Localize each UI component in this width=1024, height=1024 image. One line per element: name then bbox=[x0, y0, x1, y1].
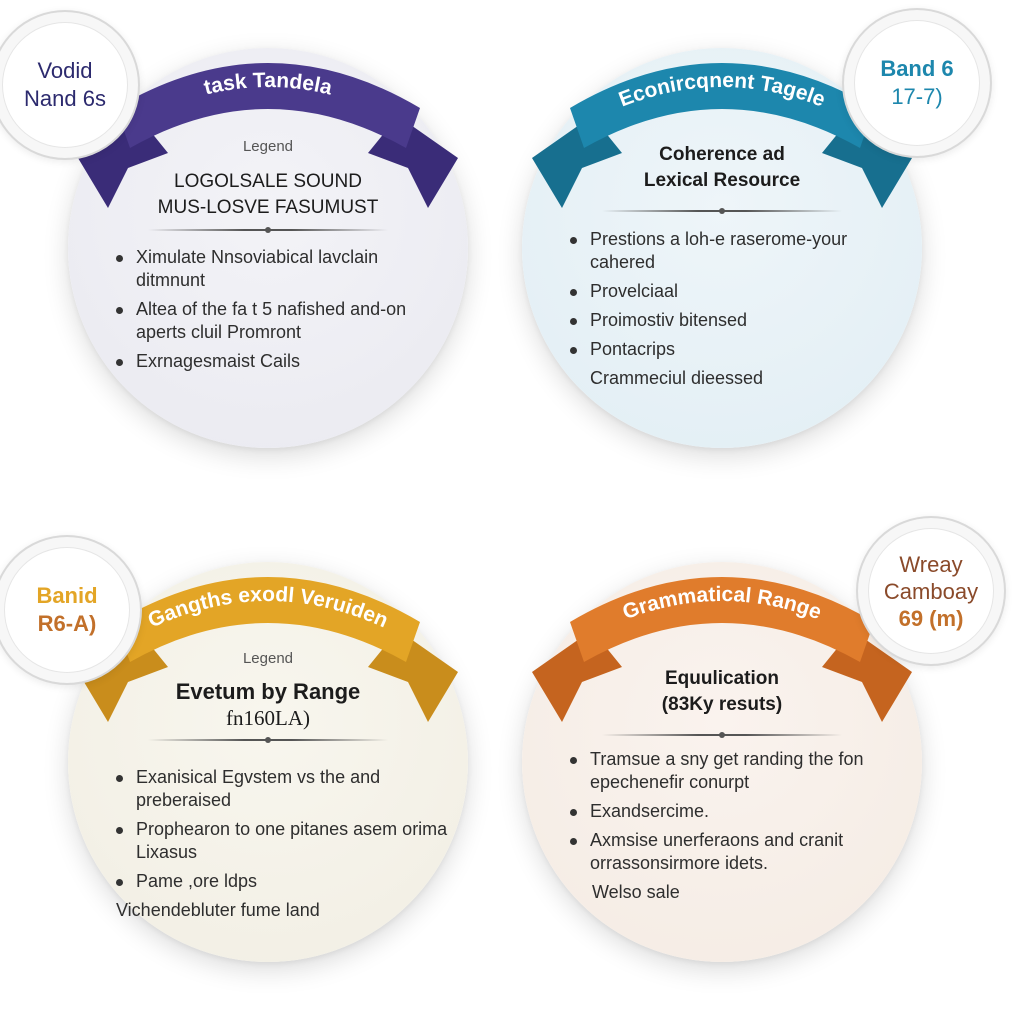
card-task: task Tandela Legend LOGOLSALE SOUND MUS-… bbox=[68, 48, 488, 468]
badge-line2: Camboay bbox=[883, 578, 979, 604]
list-item: Provelciaal bbox=[568, 280, 908, 303]
card-coherence: Econircqnent Tagele Coherence ad Lexical… bbox=[522, 48, 942, 468]
band-badge: Vodid Nand 6s bbox=[0, 10, 140, 160]
badge-line1: Vodid bbox=[37, 58, 93, 83]
bullet-list: Prestions a loh-e raserome-your cahered … bbox=[568, 228, 908, 396]
badge-line1: Wreay bbox=[899, 551, 963, 577]
card-heading-line1: Evetum by Range bbox=[175, 679, 361, 704]
divider bbox=[602, 732, 842, 738]
legend-label: Legend bbox=[242, 650, 294, 667]
list-item: Prophearon to one pitanes asem orima Lix… bbox=[114, 818, 454, 864]
badge-line2: Nand 6s bbox=[24, 86, 106, 111]
list-trailing-text: Crammeciul dieessed bbox=[590, 368, 764, 388]
ribbon-banner: Grammatical Range bbox=[462, 522, 982, 722]
band-badge: Wreay Camboay 69 (m) bbox=[856, 516, 1006, 666]
list-trailing-text: Vichendebluter fume land bbox=[116, 900, 320, 920]
divider bbox=[602, 208, 842, 214]
list-item: Pontacrips bbox=[568, 338, 908, 361]
legend-label: Legend bbox=[242, 138, 294, 155]
list-item: Proimostiv bitensed bbox=[568, 309, 908, 332]
badge-line3: 69 (m) bbox=[898, 605, 964, 631]
badge-line1: Band 6 bbox=[880, 56, 954, 81]
card-heading-line2: (83Ky resuts) bbox=[661, 694, 783, 715]
card-heading-line2: MUS-LOSVE FASUMUST bbox=[157, 197, 379, 218]
card-heading-line2: Lexical Resource bbox=[643, 170, 801, 191]
list-item: Axmsise unerferaons and cranit orrassons… bbox=[568, 829, 908, 875]
badge-line1: Banid bbox=[36, 583, 98, 608]
ribbon-banner: task Tandela bbox=[8, 8, 528, 208]
band-badge: Banid R6-A) bbox=[0, 535, 142, 685]
card-heading-line2: fn160LA) bbox=[226, 706, 310, 730]
ribbon-banner: Gangths exodl Veruiden bbox=[8, 522, 528, 722]
list-item: Exandsercime. bbox=[568, 800, 908, 823]
card-heading-line1: Coherence ad bbox=[659, 144, 785, 165]
list-trailing-text: Welso sale bbox=[592, 882, 680, 902]
list-item: Ximulate Nnsoviabical lavclain ditmnunt bbox=[114, 246, 444, 292]
card-lexical: Gangths exodl Veruiden Legend Evetum by … bbox=[68, 562, 488, 982]
card-heading-line1: Equulication bbox=[665, 668, 779, 689]
bullet-list: Tramsue a sny get randing the fon epeche… bbox=[568, 748, 908, 910]
divider bbox=[148, 227, 388, 233]
bullet-list: Exanisical Egvstem vs the and preberaise… bbox=[114, 766, 454, 928]
list-item: Tramsue a sny get randing the fon epeche… bbox=[568, 748, 908, 794]
list-item: Pame ,ore ldps bbox=[114, 870, 454, 893]
list-item: Exanisical Egvstem vs the and preberaise… bbox=[114, 766, 454, 812]
bullet-list: Ximulate Nnsoviabical lavclain ditmnunt … bbox=[114, 246, 444, 379]
list-item: Altea of the fa t 5 nafished and-on aper… bbox=[114, 298, 444, 344]
badge-line2: 17-7) bbox=[891, 84, 943, 109]
divider bbox=[148, 737, 388, 743]
card-grammar: Grammatical Range Equulication (83Ky res… bbox=[522, 562, 942, 982]
list-item: Exrnagesmaist Cails bbox=[114, 350, 444, 373]
badge-line2: R6-A) bbox=[37, 611, 97, 636]
ribbon-banner: Econircqnent Tagele bbox=[462, 8, 982, 208]
list-item: Prestions a loh-e raserome-your cahered bbox=[568, 228, 908, 274]
band-badge: Band 6 17-7) bbox=[842, 8, 992, 158]
card-heading-line1: LOGOLSALE SOUND bbox=[174, 171, 362, 192]
